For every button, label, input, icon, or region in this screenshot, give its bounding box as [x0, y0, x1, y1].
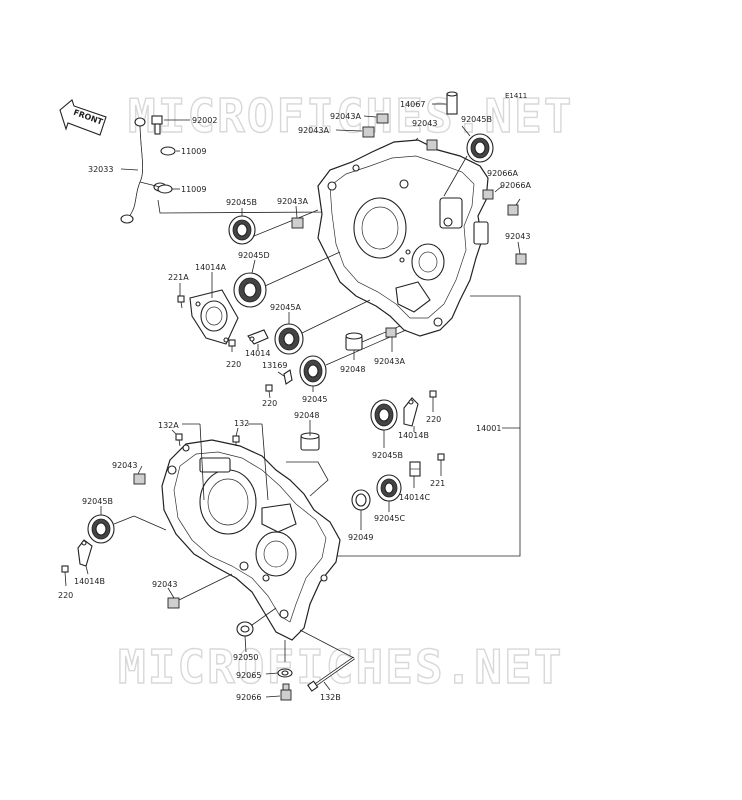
- diagram-code: E1411: [505, 92, 527, 100]
- label-92048-b: 92048: [294, 411, 319, 420]
- label-92043a-2: 92043A: [298, 126, 329, 135]
- label-92043a-4: 92043A: [374, 357, 405, 366]
- bolt-132b: [307, 656, 355, 692]
- plate-14014b-a: [403, 397, 419, 427]
- label-92048-a: 92048: [340, 365, 365, 374]
- plate-14014b-b: [77, 539, 93, 567]
- label-92066a-2: 92066A: [500, 181, 531, 190]
- dowel-92043a-2: [362, 126, 375, 138]
- dowel-92043-bottom: [167, 597, 180, 609]
- key-13169: [283, 369, 293, 385]
- washer-92065: [277, 668, 293, 678]
- bearing-92045a: [274, 323, 304, 355]
- bolt-220-c: [429, 390, 437, 412]
- label-92045c: 92045C: [374, 514, 405, 523]
- dowel-92043-top: [426, 139, 438, 151]
- label-14014b-b: 14014B: [74, 577, 105, 586]
- label-11009-b: 11009: [181, 185, 206, 194]
- bearing-92045b-mid: [370, 399, 398, 431]
- label-132b: 132B: [320, 693, 341, 702]
- label-92049: 92049: [348, 533, 373, 542]
- label-14001: 14001: [476, 424, 501, 433]
- bolt-132a: [175, 433, 183, 447]
- label-92066a-1: 92066A: [487, 169, 518, 178]
- bearing-92045d: [233, 272, 267, 308]
- dowel-92043-right: [515, 253, 527, 265]
- label-92045: 92045: [302, 395, 327, 404]
- banjo-bolt-92002: [151, 115, 163, 135]
- seal-92049: [351, 489, 371, 511]
- label-221: 221: [430, 479, 445, 488]
- dowel-92043a-3: [291, 217, 304, 229]
- label-92043-bottom: 92043: [152, 580, 177, 589]
- bearing-92045b-top: [466, 133, 494, 163]
- label-92065: 92065: [236, 671, 261, 680]
- plate-14014: [247, 329, 269, 345]
- label-92045a: 92045A: [270, 303, 301, 312]
- bolt-220-b: [265, 384, 273, 399]
- label-92050: 92050: [233, 653, 258, 662]
- plug-92066: [280, 683, 292, 701]
- bolt-220-d: [61, 565, 69, 587]
- plug-92066a-1: [482, 189, 494, 200]
- label-132: 132: [234, 419, 249, 428]
- label-92043-top: 92043: [412, 119, 437, 128]
- dowel-92043a-4: [385, 327, 397, 338]
- label-221a: 221A: [168, 273, 189, 282]
- label-14014c: 14014C: [399, 493, 430, 502]
- seal-92050: [236, 621, 254, 637]
- label-92002: 92002: [192, 116, 217, 125]
- bolt-221: [437, 453, 445, 476]
- front-arrow-icon: FRONT: [59, 99, 107, 136]
- label-13169: 13169: [262, 361, 287, 370]
- label-92043a-3: 92043A: [277, 197, 308, 206]
- dowel-14067: [446, 91, 458, 115]
- label-92045b-mid: 92045B: [372, 451, 403, 460]
- washer-11009-a: [160, 146, 176, 156]
- bearing-92045b-left: [228, 215, 256, 245]
- label-220-c: 220: [426, 415, 441, 424]
- bearing-92045: [299, 355, 327, 387]
- label-220-a: 220: [226, 360, 241, 369]
- label-220-d: 220: [58, 591, 73, 600]
- plug-92066a-2: [507, 204, 519, 216]
- crankcase-right-half: [317, 139, 489, 337]
- dowel-92043-left: [133, 473, 146, 485]
- oil-pipe-32033: [120, 117, 167, 224]
- label-92066: 92066: [236, 693, 261, 702]
- label-14014b-a: 14014B: [398, 431, 429, 440]
- label-92043-right: 92043: [505, 232, 530, 241]
- dowel-92043a-1: [376, 113, 389, 124]
- label-92045b-top: 92045B: [461, 115, 492, 124]
- crankcase-left-half: [161, 439, 341, 641]
- label-14067: 14067: [400, 100, 425, 109]
- label-92043-left: 92043: [112, 461, 137, 470]
- bracket-14001: [328, 295, 521, 557]
- bearing-92045c: [376, 474, 402, 502]
- bolt-221a: [177, 295, 185, 309]
- label-14014a: 14014A: [195, 263, 226, 272]
- label-92045d: 92045D: [238, 251, 270, 260]
- label-220-b: 220: [262, 399, 277, 408]
- label-32033: 32033: [88, 165, 113, 174]
- bushing-92048-upper: [345, 332, 363, 351]
- collar-14014c: [409, 461, 421, 477]
- label-11009-a: 11009: [181, 147, 206, 156]
- label-92043a-1: 92043A: [330, 112, 361, 121]
- bearing-92045b-lower: [87, 514, 115, 544]
- label-14014: 14014: [245, 349, 270, 358]
- cover-plate-14014a: [189, 289, 239, 345]
- washer-11009-b: [157, 184, 173, 194]
- label-132a: 132A: [158, 421, 179, 430]
- watermark-top: MICROFICHES.NET: [128, 89, 573, 143]
- label-92045b-left: 92045B: [226, 198, 257, 207]
- bolt-220-a: [228, 339, 236, 352]
- label-92045b-lower: 92045B: [82, 497, 113, 506]
